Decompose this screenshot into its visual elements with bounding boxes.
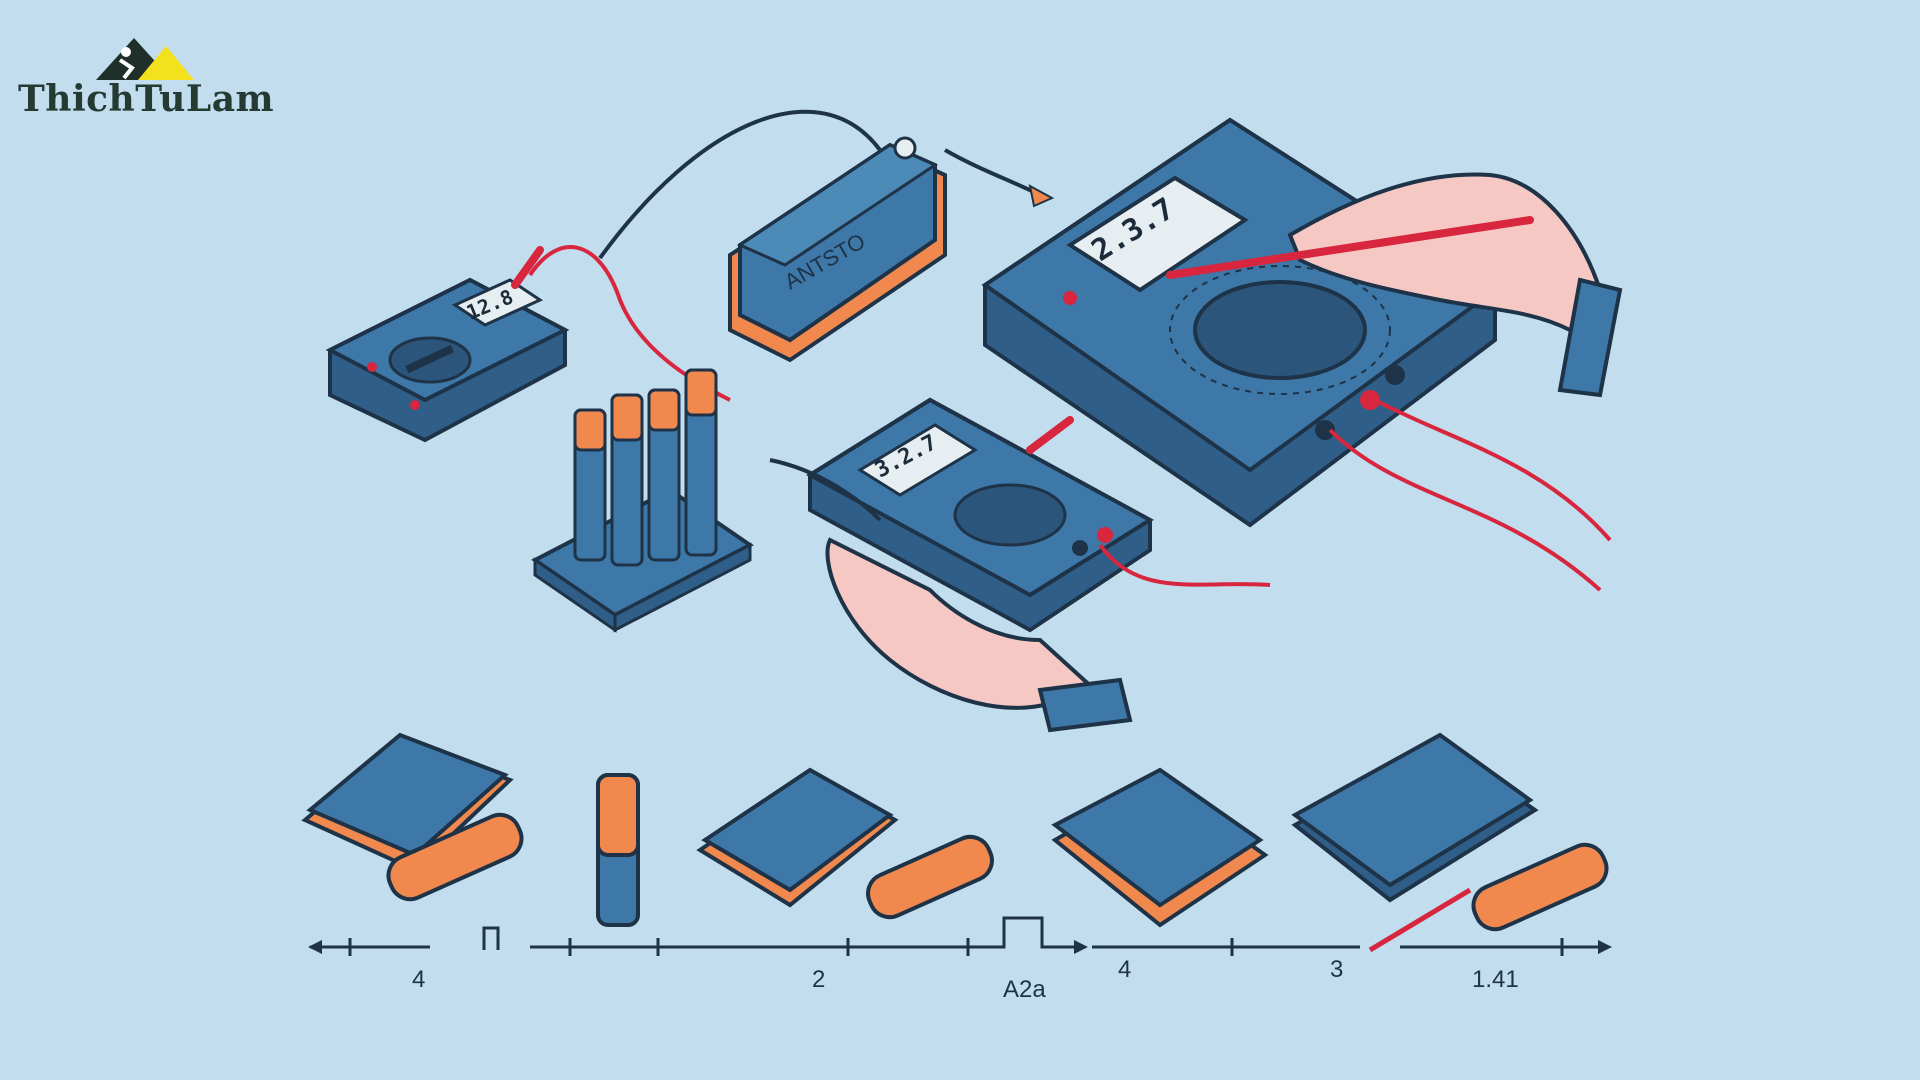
arrow-right-icon <box>1074 940 1088 954</box>
center-multimeter: 3.2.7 <box>806 397 1154 633</box>
sleeve <box>1557 277 1623 398</box>
battery-cells <box>573 368 718 567</box>
center-meter-screen <box>857 423 978 497</box>
test-probe <box>1368 887 1472 953</box>
scale-label: 2 <box>812 966 825 993</box>
large-meter-screen <box>1066 175 1249 293</box>
test-probe <box>1166 216 1534 279</box>
scale-label: A2a <box>1003 976 1046 1003</box>
scale-label: 4 <box>1118 956 1131 983</box>
black-wire <box>944 148 1041 197</box>
battery-cell-standing <box>596 773 640 927</box>
arrow-right-icon <box>1598 940 1612 954</box>
test-probe <box>1026 416 1074 454</box>
sleeve <box>1037 677 1133 733</box>
battery-tray-4 <box>1291 732 1609 932</box>
battery-holder <box>531 368 754 633</box>
battery-cell <box>866 834 994 920</box>
battery-cell <box>1471 842 1609 932</box>
brand-name: ThichTuLam <box>18 78 275 120</box>
dial-knob <box>953 483 1067 547</box>
battery-pack: ANTSTO <box>728 136 947 363</box>
red-wire <box>1374 398 1612 542</box>
battery-cell <box>386 812 524 902</box>
arrow-left-icon <box>308 940 322 954</box>
scale-label: 3 <box>1330 956 1343 983</box>
red-wire <box>1328 428 1602 592</box>
small-multimeter: 12.8 <box>325 246 570 443</box>
measurement-scale: 4 2 A2a 4 3 1.41 <box>308 916 1612 1003</box>
black-wire <box>598 109 882 260</box>
battery-tray-3 <box>1051 767 1269 928</box>
brand-logo: ThichTuLam <box>18 34 274 124</box>
battery-tray-1 <box>301 732 524 902</box>
arrow-icon <box>1028 184 1055 208</box>
battery-tray-2 <box>696 767 994 920</box>
scale-label: 1.41 <box>1472 966 1519 993</box>
hand <box>825 537 1100 710</box>
roof-worker-logo-icon <box>96 38 194 80</box>
red-wire <box>1098 543 1271 587</box>
dial-knob <box>1193 280 1367 380</box>
scale-label: 4 <box>412 966 425 993</box>
small-meter-screen <box>451 278 544 327</box>
